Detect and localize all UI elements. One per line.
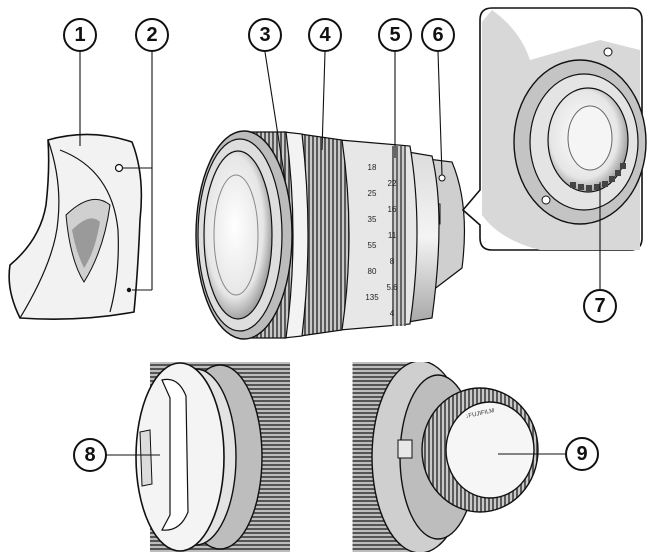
- mount-screw-bottom: [541, 195, 551, 205]
- lens-hood: [8, 133, 143, 320]
- callout-4: 4: [308, 18, 342, 52]
- focal-mark-1: 18: [368, 163, 377, 172]
- callout-3-label: 3: [259, 24, 270, 46]
- callout-4-label: 4: [319, 24, 331, 46]
- rear-cap-text: ↓FUJIFILM: [465, 408, 495, 420]
- aperture-mark-3: 11: [388, 231, 397, 240]
- focal-mark-2: 25: [368, 189, 377, 198]
- lens-body: 18 25 35 55 80 135 22 16 11 8 5.6 4: [195, 130, 466, 340]
- callout-7-label: 7: [594, 295, 605, 317]
- leader-lines: [79, 51, 601, 456]
- front-lens-element: [203, 150, 273, 320]
- focal-mark-6: 135: [365, 293, 379, 302]
- focal-mark-5: 80: [368, 267, 377, 276]
- callout-8: 8: [73, 438, 107, 472]
- callout-7: 7: [583, 289, 617, 323]
- callout-5: 5: [378, 18, 412, 52]
- mount-index-dot: [438, 174, 446, 182]
- callout-9-label: 9: [576, 443, 587, 465]
- mount-screw-top: [603, 47, 613, 57]
- focal-mark-3: 35: [368, 215, 377, 224]
- rear-mount-inset: [461, 7, 647, 251]
- callout-1: 1: [63, 18, 97, 52]
- aperture-mark-4: 8: [390, 257, 395, 266]
- rear-lens-cap: [445, 401, 535, 499]
- aperture-mark-5: 5.6: [386, 283, 398, 292]
- lens-signal-contacts: [570, 163, 626, 191]
- hood-index-dot-lower: [126, 287, 132, 293]
- callout-2-label: 2: [146, 24, 157, 46]
- front-cap-detail: [135, 362, 290, 552]
- aperture-mark-2: 16: [388, 205, 397, 214]
- callout-2: 2: [135, 18, 169, 52]
- aperture-mark-1: 22: [388, 179, 397, 188]
- aperture-mark-6: 4: [390, 309, 395, 318]
- callout-3: 3: [248, 18, 282, 52]
- focal-mark-4: 55: [368, 241, 377, 250]
- callout-9: 9: [565, 437, 599, 471]
- hood-index-dot: [114, 163, 124, 173]
- callout-6: 6: [421, 18, 455, 52]
- callout-1-label: 1: [74, 24, 85, 46]
- zoom-ring: [299, 133, 350, 337]
- callout-6-label: 6: [432, 24, 443, 46]
- rear-cap-detail: ↓FUJIFILM: [350, 362, 539, 552]
- callout-8-label: 8: [84, 444, 95, 466]
- cap-pinch-tab: [161, 378, 189, 531]
- callout-5-label: 5: [389, 24, 400, 46]
